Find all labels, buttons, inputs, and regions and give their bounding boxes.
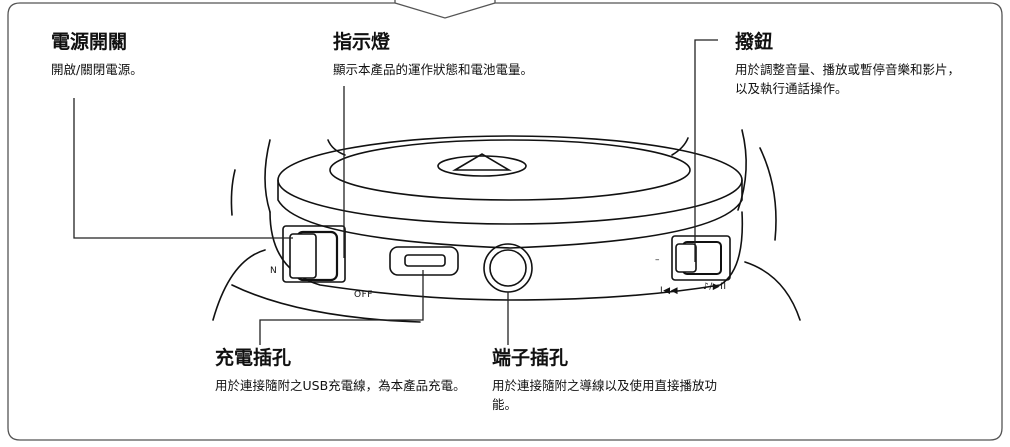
- top-disc-inner: [329, 139, 691, 201]
- off-label: OFF: [354, 290, 373, 300]
- on-label-partial: N: [270, 266, 278, 276]
- power-switch-housing: [282, 225, 346, 283]
- leader-power: [73, 98, 293, 239]
- minus-label: –: [655, 255, 660, 265]
- logo-triangle: [452, 153, 512, 171]
- power-switch-title: 電源開關: [51, 31, 128, 53]
- leader-lines: [73, 39, 718, 345]
- terminal-jack-title: 端子插孔: [492, 347, 569, 369]
- leader-charge: [259, 270, 424, 345]
- prev-label: I◀◀: [660, 286, 678, 296]
- frame-tail: [394, 2, 496, 19]
- power-switch-desc: 開啟/關閉電源。: [51, 62, 143, 77]
- headphone-device: [212, 129, 801, 323]
- rocker-knob-front: [675, 243, 697, 273]
- cup-bottom-left: [231, 284, 421, 323]
- charge-port-title: 充電插孔: [215, 347, 292, 369]
- band-left-inner: [264, 139, 271, 213]
- terminal-jack-inner: [489, 249, 527, 287]
- callout-power-switch: 電源開關 開啟/關閉電源。: [51, 30, 291, 79]
- charge-port-desc: 用於連接隨附之USB充電線，為本產品充電。: [215, 378, 466, 393]
- frame-border: [7, 0, 1003, 441]
- usb-port-inner: [404, 254, 446, 267]
- usb-port: [389, 246, 459, 276]
- callout-indicator: 指示燈 顯示本產品的運作狀態和電池電量。: [333, 30, 633, 79]
- band-right-outer: [759, 147, 777, 241]
- earcup-left: [212, 249, 266, 321]
- band-left-outer: [230, 169, 236, 216]
- callout-charge-port: 充電插孔 用於連接隨附之USB充電線，為本產品充電。: [215, 346, 495, 395]
- power-switch-knob-face: [289, 233, 317, 279]
- indicator-desc: 顯示本產品的運作狀態和電池電量。: [333, 62, 534, 77]
- top-disc-side: [277, 179, 743, 249]
- ridge-left: [327, 139, 346, 156]
- top-disc: [277, 135, 743, 225]
- ridge-right: [671, 137, 689, 156]
- leader-button: [694, 39, 718, 262]
- rocker-button-title: 撥鈕: [735, 31, 774, 53]
- callout-terminal-jack: 端子插孔 用於連接隨附之導線以及使用直接播放功能。: [492, 346, 732, 414]
- terminal-jack: [483, 243, 533, 293]
- play-pause-label: ♪/▶II: [703, 282, 727, 292]
- rocker-button-desc: 用於調整音量、播放或暫停音樂和影片，以及執行通話操作。: [735, 62, 961, 96]
- earcup-right: [744, 261, 801, 321]
- terminal-jack-desc: 用於連接隨附之導線以及使用直接播放功能。: [492, 378, 718, 412]
- logo-oval: [437, 155, 527, 177]
- callout-rocker-button: 撥鈕 用於調整音量、播放或暫停音樂和影片，以及執行通話操作。: [735, 30, 975, 98]
- indicator-title: 指示燈: [333, 31, 391, 53]
- rocker-housing: [671, 235, 731, 281]
